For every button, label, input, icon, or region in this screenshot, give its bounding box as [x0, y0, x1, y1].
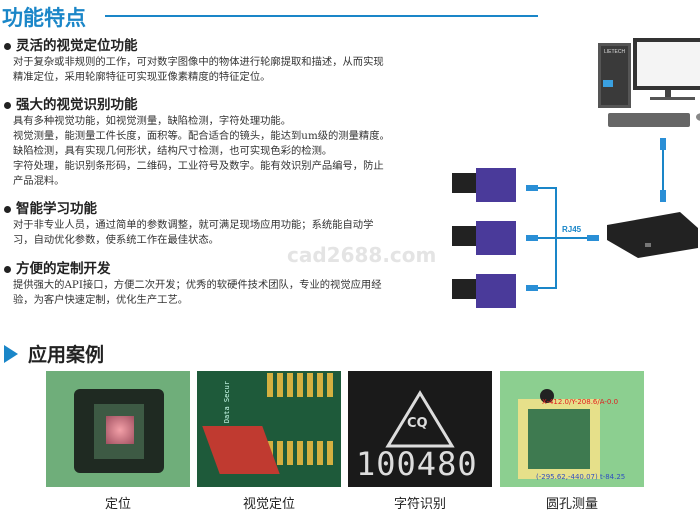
serial-number: 100480 — [356, 445, 478, 483]
case-hole-measurement: X-412.0/Y-208.6/A-0.0 (-295.62,-440.07) … — [500, 371, 644, 512]
pc-tower-icon: LIETECH — [598, 43, 631, 108]
feature-title: 智能学习功能 — [16, 201, 97, 217]
bullet-icon — [4, 206, 11, 213]
bullet-icon — [4, 102, 11, 109]
case-image — [46, 371, 190, 487]
feature-title: 灵活的视觉定位功能 — [16, 38, 138, 54]
case-visual-positioning: Data Secur 视觉定位 — [197, 371, 341, 512]
pcb-text: Data Secur — [223, 381, 231, 424]
camera-icon — [452, 168, 516, 202]
feature-text: 习，自动优化参数，使系统工作在最佳状态。 — [13, 234, 219, 246]
feature-text: 视觉测量，能测量工件长度，面积等。配合适合的镜头，能达到um级的测量精度。 — [13, 130, 390, 142]
mouse-icon — [696, 113, 700, 121]
case-image: CQ 100480 — [348, 371, 492, 487]
camera-icon — [452, 274, 516, 308]
feature-learning: 智能学习功能 对于非专业人员，通过简单的参数调整，就可满足现场应用功能；系统能自… — [4, 201, 444, 248]
triangle-icon — [4, 344, 18, 363]
feature-text: 对于复杂或非规则的工作，可对数字图像中的物体进行轮廓提取和描述，从而实现 — [13, 56, 384, 68]
bullet-icon — [4, 266, 11, 273]
cases-heading: 应用案例 — [4, 340, 104, 367]
feature-text: 提供强大的API接口，方便二次开发；优秀的软硬件技术团队，专业的视觉应用经 — [13, 279, 382, 291]
rj45-connectors — [526, 138, 666, 291]
cables — [538, 140, 664, 289]
case-positioning: 定位 — [46, 371, 190, 512]
feature-text: 具有多种视觉功能，如视觉测量，缺陷检测，字符处理功能。 — [13, 115, 292, 127]
case-label: 定位 — [104, 497, 131, 512]
case-label: 视觉定位 — [242, 497, 295, 512]
title-divider — [105, 15, 538, 17]
cable-label: RJ45 — [562, 225, 582, 234]
measure-text: X-412.0/Y-208.6/A-0.0 — [542, 398, 619, 406]
feature-custom: 方便的定制开发 提供强大的API接口，方便二次开发；优秀的软硬件技术团队，专业的… — [4, 261, 444, 308]
cases-title: 应用案例 — [28, 344, 105, 366]
feature-text: 缺陷检测，具有实现几何形状，结构尺寸检测，也可实现色彩的检测。 — [13, 145, 333, 157]
feature-text: 对于非专业人员，通过简单的参数调整，就可满足现场应用功能；系统能自动学 — [13, 219, 374, 231]
feature-text: 精准定位，采用轮廓特征可实现亚像素精度的特征定位。 — [13, 71, 271, 83]
feature-positioning: 灵活的视觉定位功能 对于复杂或非规则的工作，可对数字图像中的物体进行轮廓提取和描… — [4, 38, 444, 85]
page-title: 功能特点 — [2, 6, 86, 30]
keyboard-icon — [608, 113, 690, 127]
feature-recognition: 强大的视觉识别功能 具有多种视觉功能，如视觉测量，缺陷检测，字符处理功能。 视觉… — [4, 97, 444, 189]
case-character-recognition: CQ 100480 字符识别 — [348, 371, 492, 512]
cq-mark: CQ — [407, 416, 428, 431]
controller-box-icon — [607, 212, 698, 258]
case-image: X-412.0/Y-208.6/A-0.0 (-295.62,-440.07) … — [500, 371, 644, 487]
feature-text: 验，为客户快速定制，优化生产工艺。 — [13, 294, 189, 306]
monitor-icon — [633, 38, 700, 100]
watermark: cad2688.com — [287, 243, 437, 267]
feature-text: 产品混料。 — [13, 175, 65, 187]
measure-text: (-295.62,-440.07) t-84.25 — [536, 473, 626, 481]
bullet-icon — [4, 43, 11, 50]
feature-text: 字符处理，能识别条形码，二维码，工业符号及数字。能有效识别产品编号，防止 — [13, 160, 384, 172]
camera-icon — [452, 221, 516, 255]
feature-title: 强大的视觉识别功能 — [16, 97, 138, 113]
brand-label: LIETECH — [604, 49, 626, 55]
case-label: 字符识别 — [393, 497, 446, 512]
feature-title: 方便的定制开发 — [16, 261, 111, 277]
case-image: Data Secur — [197, 371, 341, 487]
system-diagram: LIETECH RJ45 — [452, 38, 700, 308]
case-label: 圆孔测量 — [545, 497, 598, 512]
